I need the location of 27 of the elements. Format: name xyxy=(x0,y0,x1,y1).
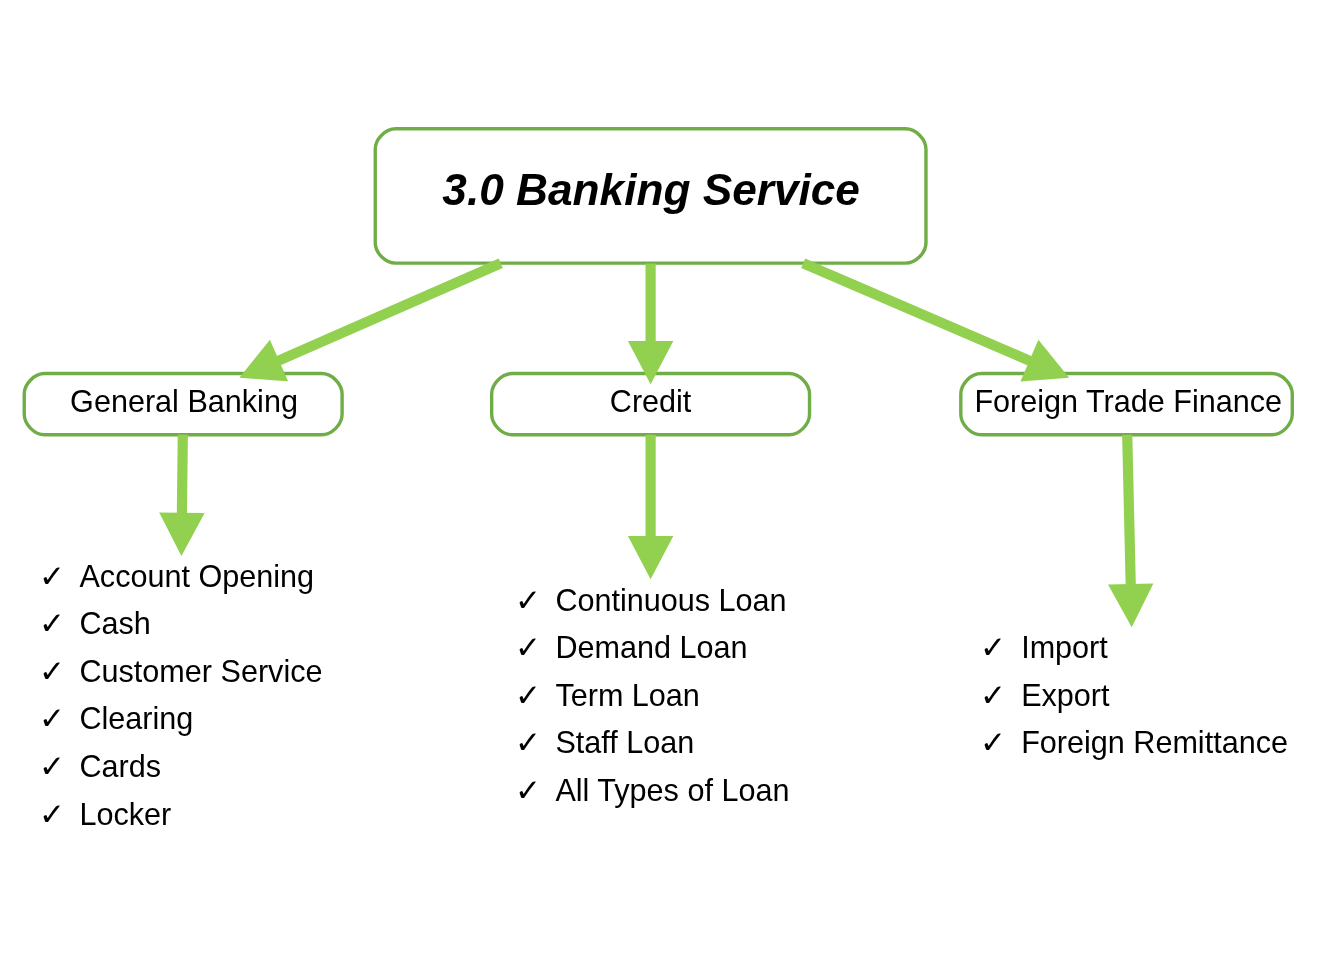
arrow xyxy=(801,258,1070,382)
label: ✓ xyxy=(514,725,541,760)
label: ✓ xyxy=(514,582,541,617)
label: ✓ xyxy=(514,772,541,807)
label: ✓ xyxy=(38,606,65,641)
arrow xyxy=(159,434,205,557)
label: ✓ xyxy=(980,677,1007,712)
label: ✓ xyxy=(980,630,1007,665)
node-box: 3.0 Banking Service xyxy=(373,127,928,265)
label: ✓ xyxy=(38,701,65,736)
node-text: Continuous Loan Demand Loan Term Loan Staff Loan All Types of Loan xyxy=(555,582,790,807)
node-text: Import Export Foreign Remittance xyxy=(1021,630,1288,760)
label: ✓ xyxy=(38,749,65,784)
label: ✓ xyxy=(38,796,65,831)
node-box: Foreign Trade Finance xyxy=(959,371,1294,437)
arrow xyxy=(627,434,674,580)
label: ✓ xyxy=(38,558,65,593)
node-box: Credit xyxy=(489,371,812,437)
node-text: Account Opening Cash Customer Service Clearing Cards Locker xyxy=(79,558,323,831)
arrow xyxy=(1108,434,1154,628)
label: ✓ xyxy=(514,677,541,712)
label: ✓ xyxy=(38,653,65,688)
arrow xyxy=(627,263,674,385)
label: ✓ xyxy=(514,630,541,665)
node-box: General Banking xyxy=(22,371,344,437)
label: ✓ xyxy=(980,725,1007,760)
arrow xyxy=(239,258,503,382)
